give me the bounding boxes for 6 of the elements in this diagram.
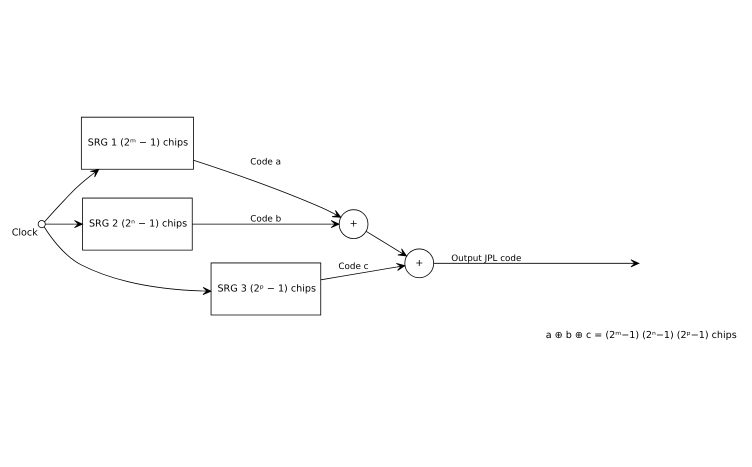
edge-label: Output JPL code	[451, 254, 522, 264]
edge-label: Code b	[250, 214, 282, 225]
edge-label: Code a	[250, 158, 282, 168]
node-label: Clock	[12, 227, 38, 238]
edge-label: Code c	[338, 262, 369, 272]
label: a ⊕ b ⊕ c = (2ᵐ−1) (2ⁿ−1) (2ᵖ−1) chips	[546, 330, 737, 341]
